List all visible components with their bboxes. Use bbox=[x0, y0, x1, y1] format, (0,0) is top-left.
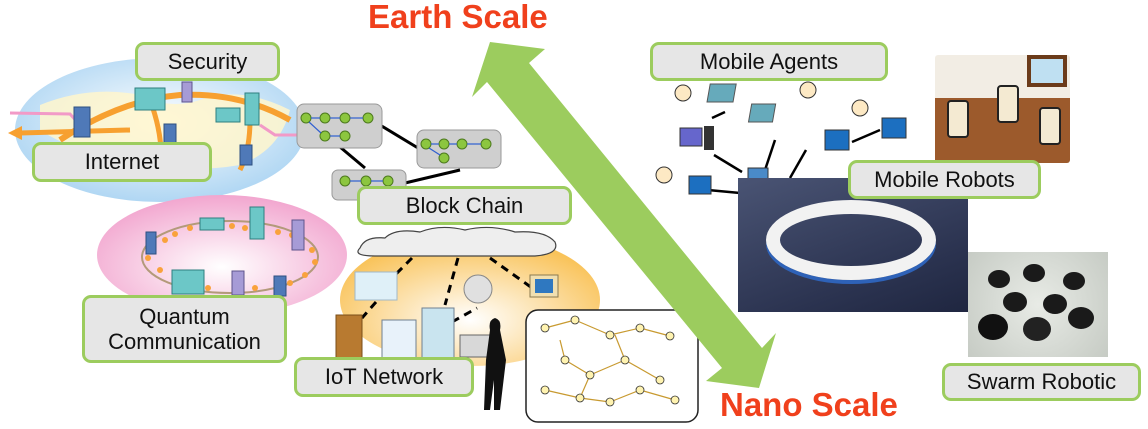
security-label-text: Security bbox=[167, 48, 248, 74]
nano-scale-title: Nano Scale bbox=[720, 386, 898, 423]
iot-network-diagram bbox=[335, 226, 699, 423]
quantum-label-line2: Communication bbox=[108, 329, 261, 354]
swarm-robots-photo bbox=[968, 252, 1108, 357]
iot-network-label-text: IoT Network bbox=[324, 364, 444, 390]
security-label: Security bbox=[135, 42, 280, 81]
internet-label: Internet bbox=[32, 142, 212, 182]
swarm-robotic-label-text: Swarm Robotic bbox=[966, 369, 1117, 395]
quantum-communication-label: Quantum Communication bbox=[82, 295, 287, 363]
mobile-agents-label: Mobile Agents bbox=[650, 42, 888, 81]
swarm-robotic-label: Swarm Robotic bbox=[942, 363, 1141, 401]
mobile-robots-label: Mobile Robots bbox=[848, 160, 1041, 199]
block-chain-label: Block Chain bbox=[357, 186, 572, 225]
mobile-agents-diagram bbox=[655, 81, 907, 195]
earth-scale-title: Earth Scale bbox=[368, 0, 548, 35]
mobile-agents-label-text: Mobile Agents bbox=[699, 48, 839, 74]
block-chain-diagram bbox=[296, 103, 502, 201]
quantum-label-line1: Quantum bbox=[139, 303, 230, 329]
internet-label-text: Internet bbox=[84, 149, 160, 175]
iot-network-label: IoT Network bbox=[294, 357, 474, 397]
mobile-robots-label-text: Mobile Robots bbox=[874, 166, 1015, 192]
quantum-ring-diagram bbox=[97, 195, 347, 315]
mobile-robots-room-image bbox=[935, 55, 1070, 163]
mobile-robots-photo bbox=[738, 178, 968, 312]
block-chain-label-text: Block Chain bbox=[405, 192, 524, 218]
double-arrow-icon bbox=[472, 42, 776, 388]
